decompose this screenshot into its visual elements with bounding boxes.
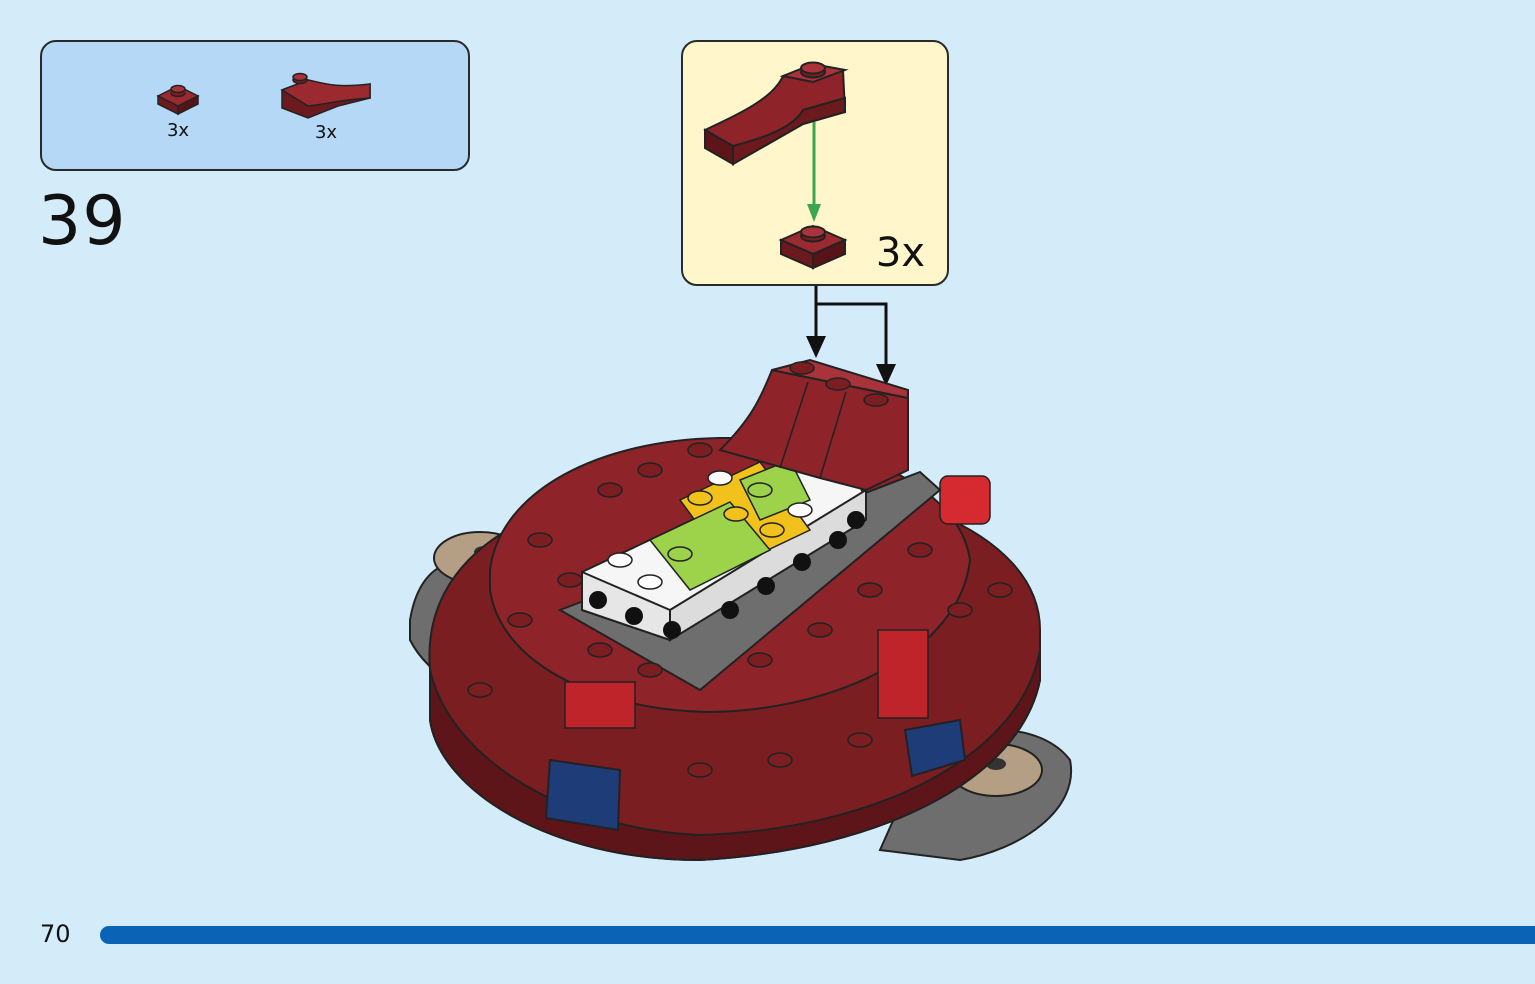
subassembly-box: 3x	[681, 40, 949, 286]
progress-bar	[100, 926, 1535, 944]
subassembly-qty: 3x	[875, 230, 925, 276]
placement-arrows	[806, 286, 896, 386]
part-slope-curved: 3x	[278, 70, 374, 143]
subassembly-illustration	[703, 61, 849, 270]
part-qty: 3x	[166, 120, 190, 141]
page-number: 70	[40, 920, 71, 948]
model-illustration	[409, 358, 1073, 862]
curved-slope-icon	[280, 72, 371, 119]
plate-1x1-icon	[156, 84, 200, 116]
step-number: 39	[38, 182, 127, 261]
part-qty: 3x	[314, 122, 338, 143]
parts-list-box: 3x 3x	[40, 40, 470, 171]
part-plate-1x1: 3x	[154, 78, 202, 141]
